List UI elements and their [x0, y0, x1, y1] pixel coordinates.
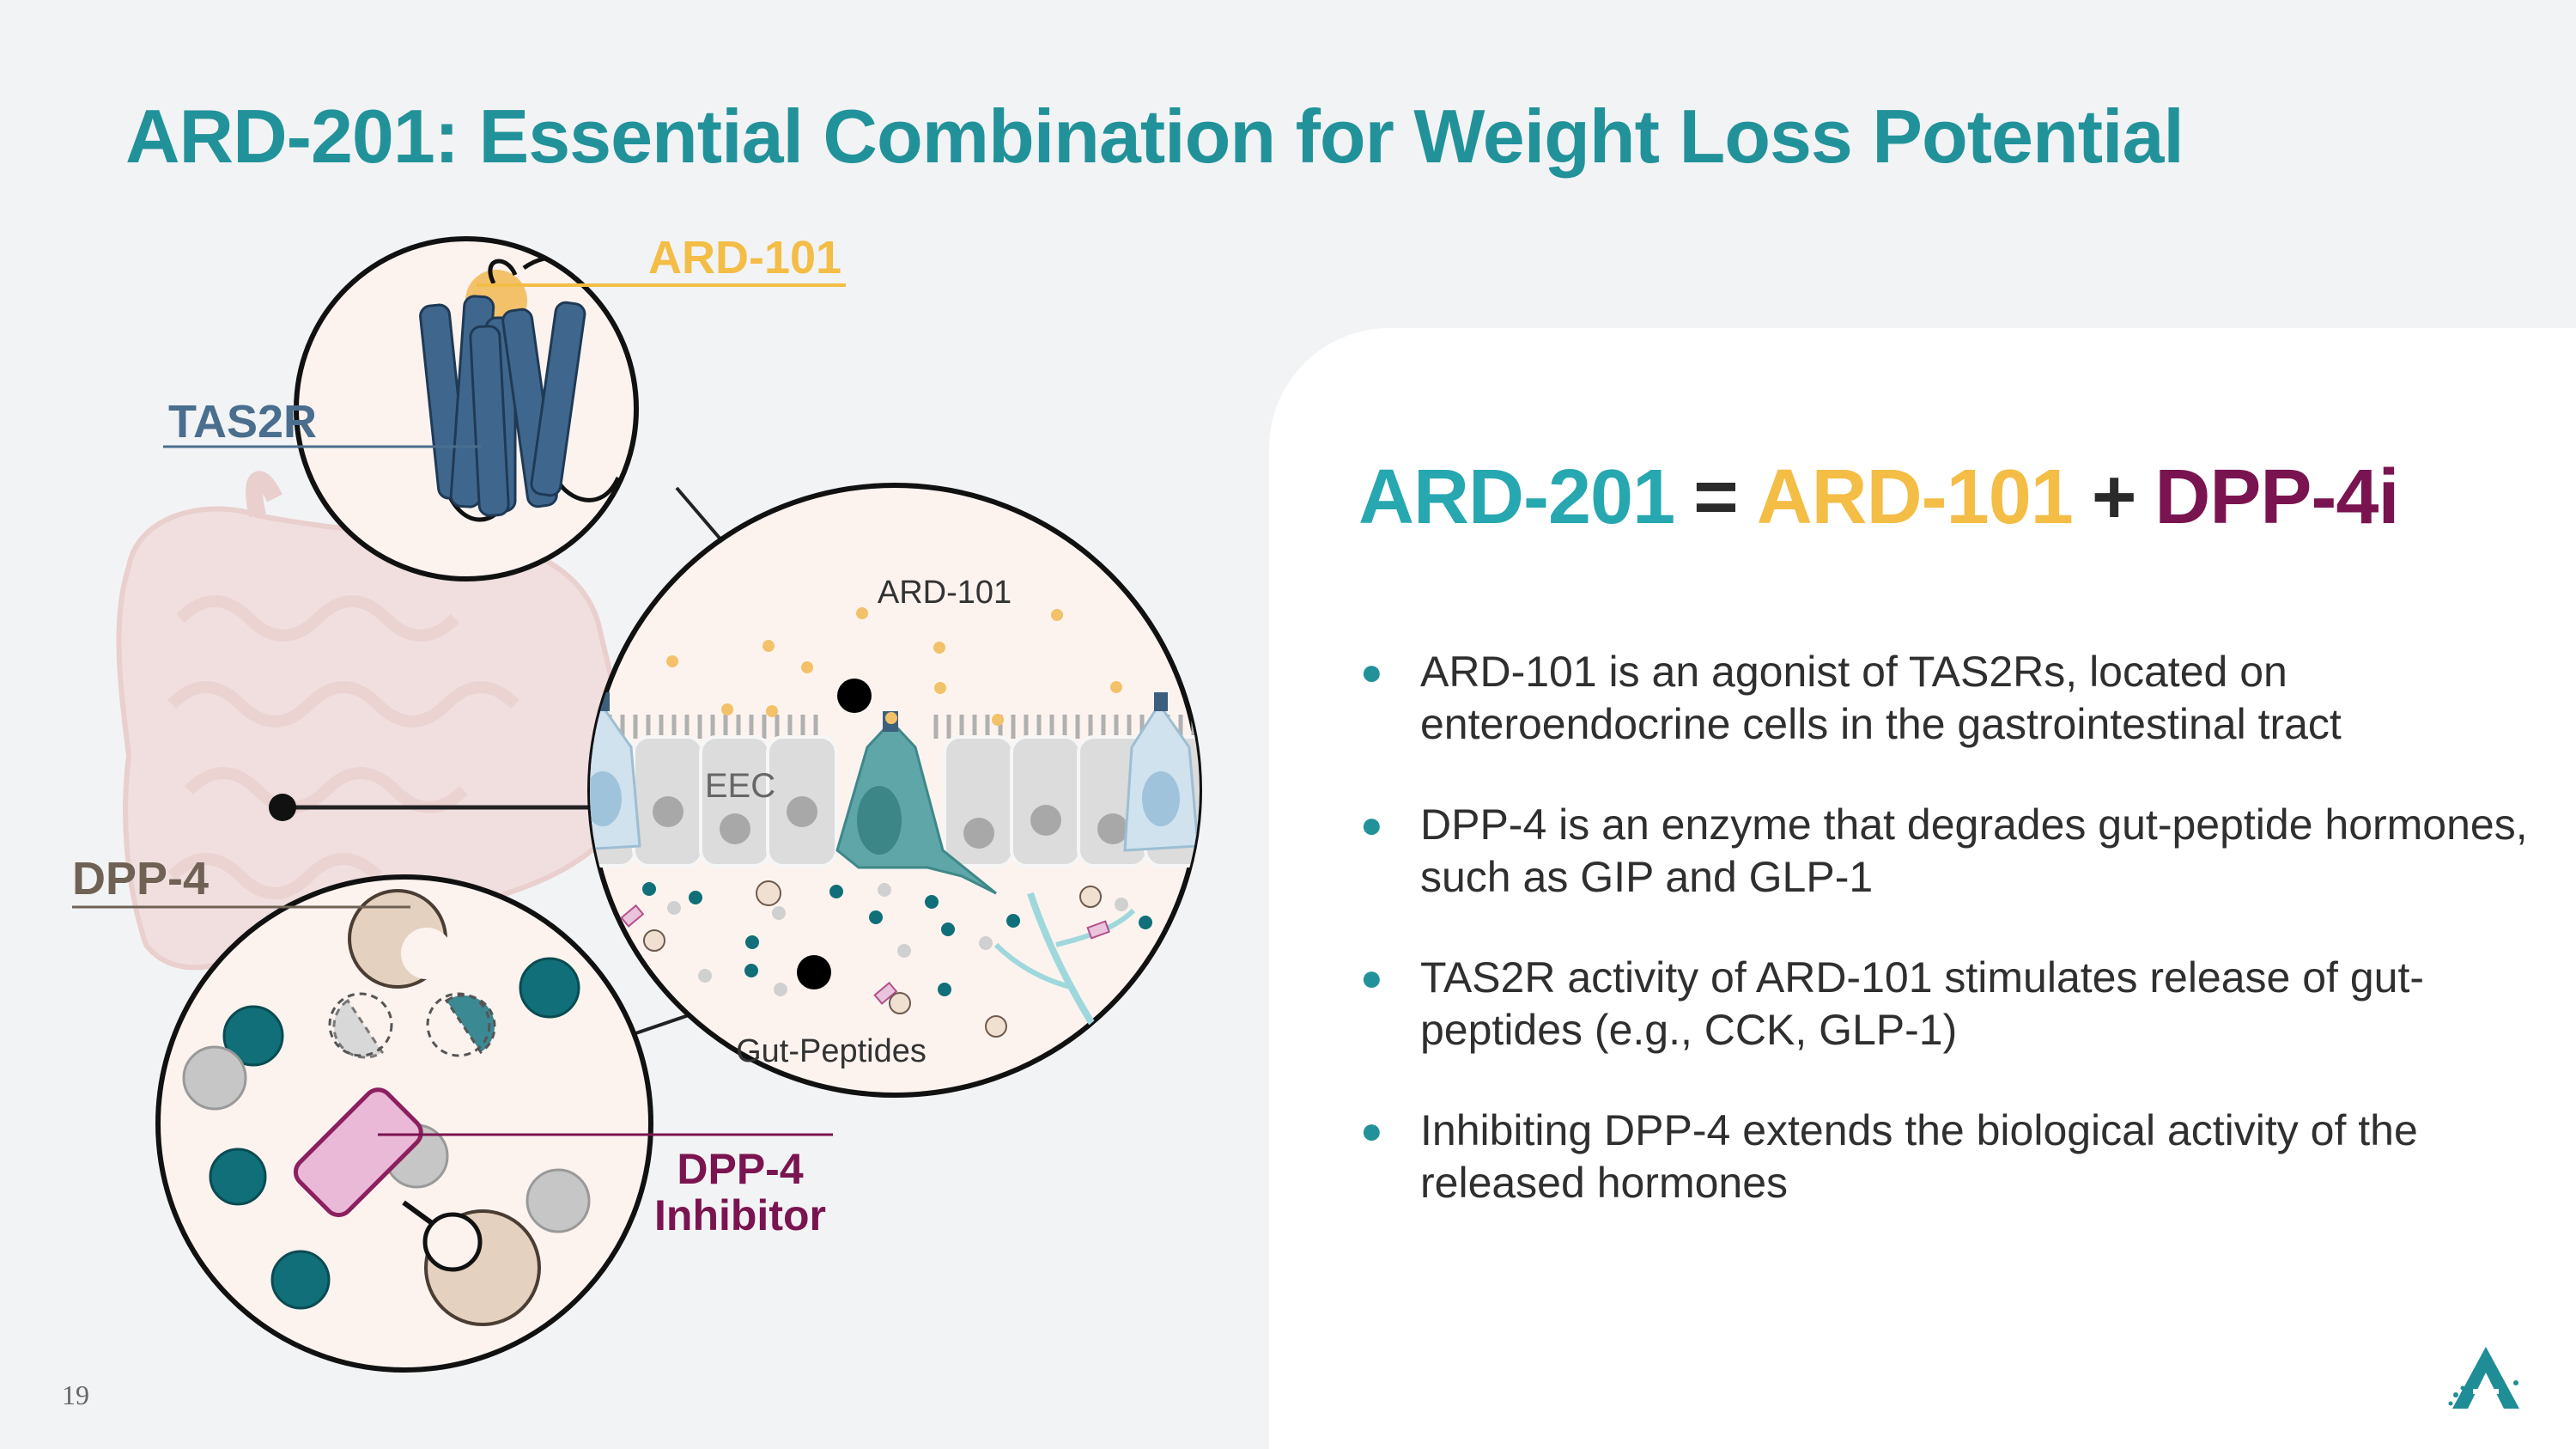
dpp4-inhibitor-label-line2: Inhibitor — [654, 1191, 826, 1239]
intestine-illustration — [116, 471, 624, 971]
bullet-dot-icon: ● — [1360, 804, 1383, 846]
equation-ard201: ARD-201 — [1358, 454, 1675, 540]
dpp4-inhibitor-label-line1: DPP-4 — [677, 1145, 803, 1193]
bullet-text: TAS2R activity of ARD-101 stimulates rel… — [1420, 953, 2424, 1054]
slide-title: ARD-201: Essential Combination for Weigh… — [125, 94, 2184, 179]
bullet-item: ● ARD-101 is an agonist of TAS2Rs, locate… — [1358, 646, 2543, 751]
bullet-text: DPP-4 is an enzyme that degrades gut-pep… — [1420, 801, 2528, 901]
mechanism-diagram: ARD-101 EEC Gut-Peptides — [72, 232, 1202, 1373]
eec-label: EEC — [705, 767, 775, 805]
inner-ard101-label: ARD-101 — [878, 575, 1012, 611]
equation-equals: = — [1693, 454, 1739, 540]
receptor-circle — [163, 236, 846, 581]
bullet-text: ARD-101 is an agonist of TAS2Rs, located… — [1420, 648, 2342, 748]
bullet-text: Inhibiting DPP-4 extends the biological … — [1420, 1106, 2418, 1207]
bullet-item: ● TAS2R activity of ARD-101 stimulates re… — [1358, 952, 2543, 1056]
gut-peptides-label: Gut-Peptides — [736, 1033, 927, 1069]
bullet-list: ● ARD-101 is an agonist of TAS2Rs, locate… — [1358, 646, 2543, 1257]
bullet-dot-icon: ● — [1360, 957, 1383, 999]
right-panel — [1269, 328, 2576, 1449]
bullet-dot-icon: ● — [1360, 1110, 1383, 1152]
receptor-icon — [419, 255, 621, 522]
dpp4-label: DPP-4 — [72, 853, 209, 904]
enzyme-icon — [328, 889, 496, 1059]
equation-ard101: ARD-101 — [1756, 454, 2074, 540]
ard101-label: ARD-101 — [648, 232, 841, 283]
eec-circle: ARD-101 EEC Gut-Peptides — [587, 483, 1202, 1098]
tas2r-label: TAS2R — [168, 396, 317, 447]
page-number: 19 — [62, 1379, 89, 1410]
bullet-item: ● DPP-4 is an enzyme that degrades gut-pe… — [1358, 799, 2543, 904]
company-logo-icon — [2448, 1347, 2519, 1409]
equation-dpp4i: DPP-4i — [2154, 454, 2399, 540]
bullet-item: ● Inhibiting DPP-4 extends the biological… — [1358, 1105, 2543, 1209]
bullet-dot-icon: ● — [1360, 651, 1383, 693]
dpp4-circle — [72, 874, 833, 1373]
equation-plus: + — [2091, 454, 2137, 540]
equation: ARD-201=ARD-101+DPP-4i — [1358, 454, 2399, 542]
